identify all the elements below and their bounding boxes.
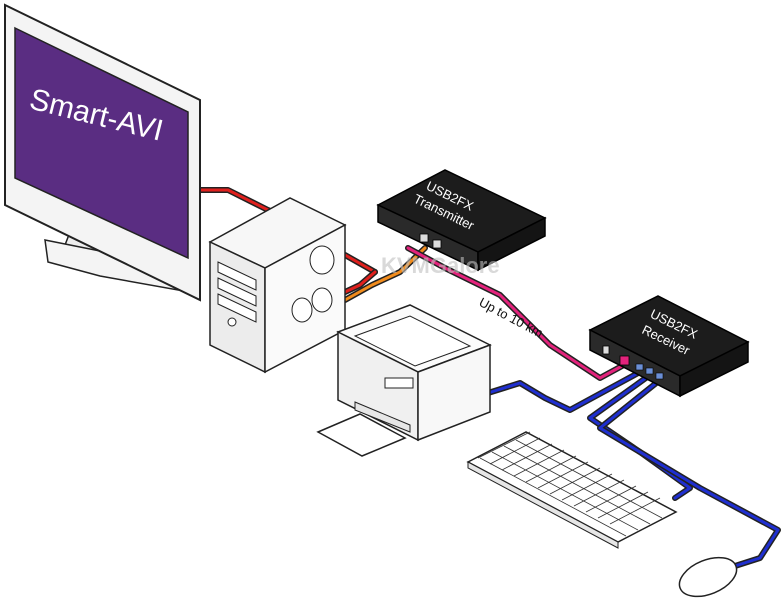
printer-icon — [316, 304, 492, 457]
fiber-cable — [405, 245, 625, 381]
receiver-device: USB2FX Receiver — [588, 295, 750, 398]
mouse-icon — [678, 556, 738, 598]
cables — [197, 187, 781, 569]
peripheral-cables — [485, 369, 781, 569]
monitor-screen — [14, 26, 189, 260]
watermark-text: KVMGalore — [381, 253, 500, 278]
monitor-icon: Smart-AVI — [4, 3, 201, 302]
transmitter-device: USB2FX Transmitter — [376, 169, 547, 419]
usb-cable — [342, 245, 428, 303]
pc-tower-icon — [208, 197, 347, 374]
keyboard-icon — [466, 431, 678, 549]
fiber-distance-label: Up to 10 km — [477, 294, 546, 340]
